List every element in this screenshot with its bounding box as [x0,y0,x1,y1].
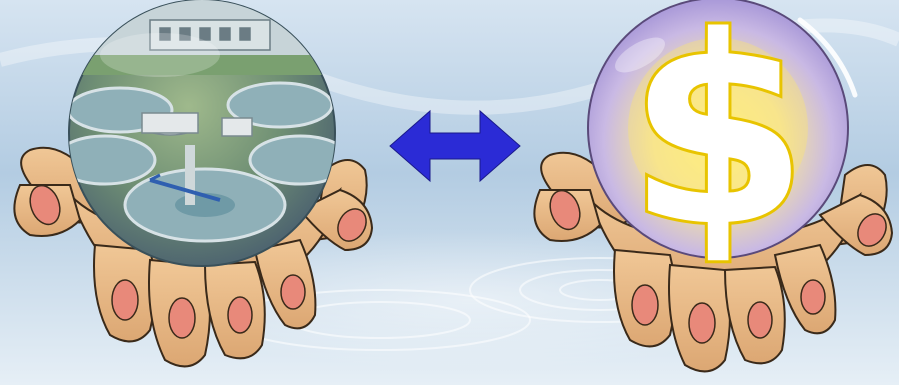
dollar-sign-icon: $ [628,0,809,284]
svg-text:$: $ [628,0,809,284]
